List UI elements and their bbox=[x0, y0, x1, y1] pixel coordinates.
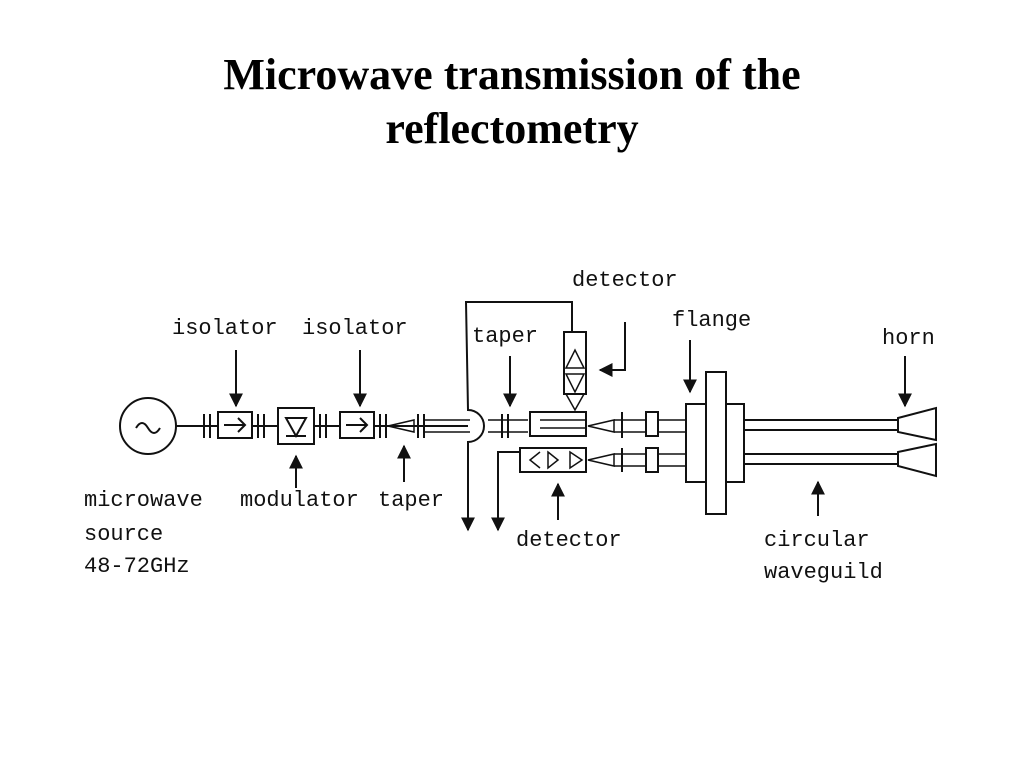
microwave-source bbox=[119, 397, 177, 455]
flange bbox=[685, 371, 745, 515]
label-detector-top: detector bbox=[572, 268, 678, 293]
label-source-line-2: source bbox=[84, 522, 163, 547]
label-waveguide-line-2: waveguild bbox=[764, 560, 883, 585]
label-source-line-3: 48-72GHz bbox=[84, 554, 190, 579]
horn-antennas bbox=[897, 406, 937, 478]
detector-bottom bbox=[519, 447, 615, 473]
label-taper-bottom: taper bbox=[378, 488, 444, 513]
taper-top bbox=[501, 411, 615, 438]
receive-waveguide bbox=[614, 411, 686, 473]
label-taper-top: taper bbox=[472, 324, 538, 349]
circular-waveguide bbox=[744, 419, 898, 465]
label-isolator-1: isolator bbox=[172, 316, 278, 341]
taper-bottom bbox=[387, 419, 415, 433]
label-isolator-2: isolator bbox=[302, 316, 408, 341]
slide-title: Microwave transmission of the reflectome… bbox=[0, 48, 1024, 156]
signal-wires bbox=[461, 301, 573, 532]
label-modulator: modulator bbox=[240, 488, 359, 513]
label-horn: horn bbox=[882, 326, 935, 351]
title-line-2: reflectometry bbox=[385, 104, 639, 153]
label-waveguide-line-1: circular bbox=[764, 528, 870, 553]
isolator-1 bbox=[217, 411, 253, 439]
label-pointers bbox=[229, 340, 912, 520]
title-line-1: Microwave transmission of the bbox=[223, 50, 801, 99]
label-detector-bottom: detector bbox=[516, 528, 622, 553]
label-source-line-1: microwave bbox=[84, 488, 203, 513]
label-flange: flange bbox=[672, 308, 751, 333]
modulator bbox=[277, 407, 315, 445]
detector-top bbox=[563, 322, 626, 412]
isolator-2 bbox=[339, 411, 375, 439]
